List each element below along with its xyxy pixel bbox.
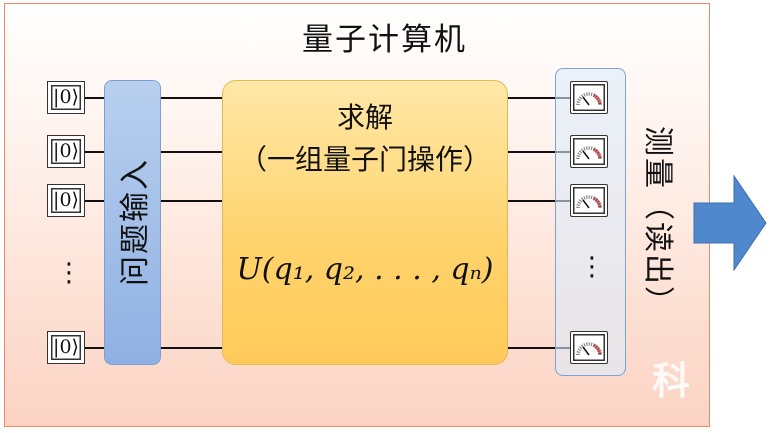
qubit-ket-label: |0⟩	[53, 86, 79, 108]
qubit-ket-label: |0⟩	[53, 189, 79, 211]
meter-ellipsis: ⋮	[579, 252, 605, 282]
qubit-ket-4: |0⟩	[47, 331, 85, 364]
gauge-icon	[576, 342, 602, 356]
wire-input-3	[85, 200, 105, 202]
problem-input-label: 问题输入	[118, 158, 153, 286]
problem-input-box	[104, 80, 161, 365]
wire-input-4	[85, 347, 105, 349]
gauge-icon	[576, 146, 602, 160]
solve-box	[222, 80, 508, 365]
wire-mid-1	[160, 97, 223, 99]
output-arrow-icon	[693, 174, 767, 272]
solve-title: 求解	[336, 101, 393, 134]
meter-4	[570, 331, 608, 364]
wire-out-2	[507, 151, 571, 153]
qubit-ket-1: |0⟩	[47, 81, 85, 114]
measurement-group	[555, 68, 626, 376]
qubit-ket-2: |0⟩	[47, 135, 85, 168]
wire-mid-2	[160, 151, 223, 153]
wire-out-4	[507, 347, 571, 349]
qubit-ket-label: |0⟩	[53, 336, 79, 358]
wire-mid-3	[160, 200, 223, 202]
wire-input-1	[85, 97, 105, 99]
watermark: 科	[652, 359, 691, 403]
meter-3	[570, 184, 608, 217]
qubit-ket-label: |0⟩	[53, 140, 79, 162]
gauge-icon	[576, 92, 602, 106]
gauge-icon	[576, 195, 602, 209]
input-ellipsis: ⋮	[56, 258, 82, 288]
qubit-ket-3: |0⟩	[47, 184, 85, 217]
unitary-formula: U(q₁, q₂, . . . , qₙ)	[236, 252, 494, 287]
meter-1	[570, 81, 608, 114]
solve-subtitle: （一组量子门操作）	[238, 143, 491, 176]
meter-2	[570, 135, 608, 168]
wire-input-2	[85, 151, 105, 153]
wire-out-3	[507, 200, 571, 202]
wire-mid-4	[160, 347, 223, 349]
wire-out-1	[507, 97, 571, 99]
diagram-title: 量子计算机	[302, 22, 467, 58]
measure-readout-label: 测量（读出）	[640, 126, 675, 318]
